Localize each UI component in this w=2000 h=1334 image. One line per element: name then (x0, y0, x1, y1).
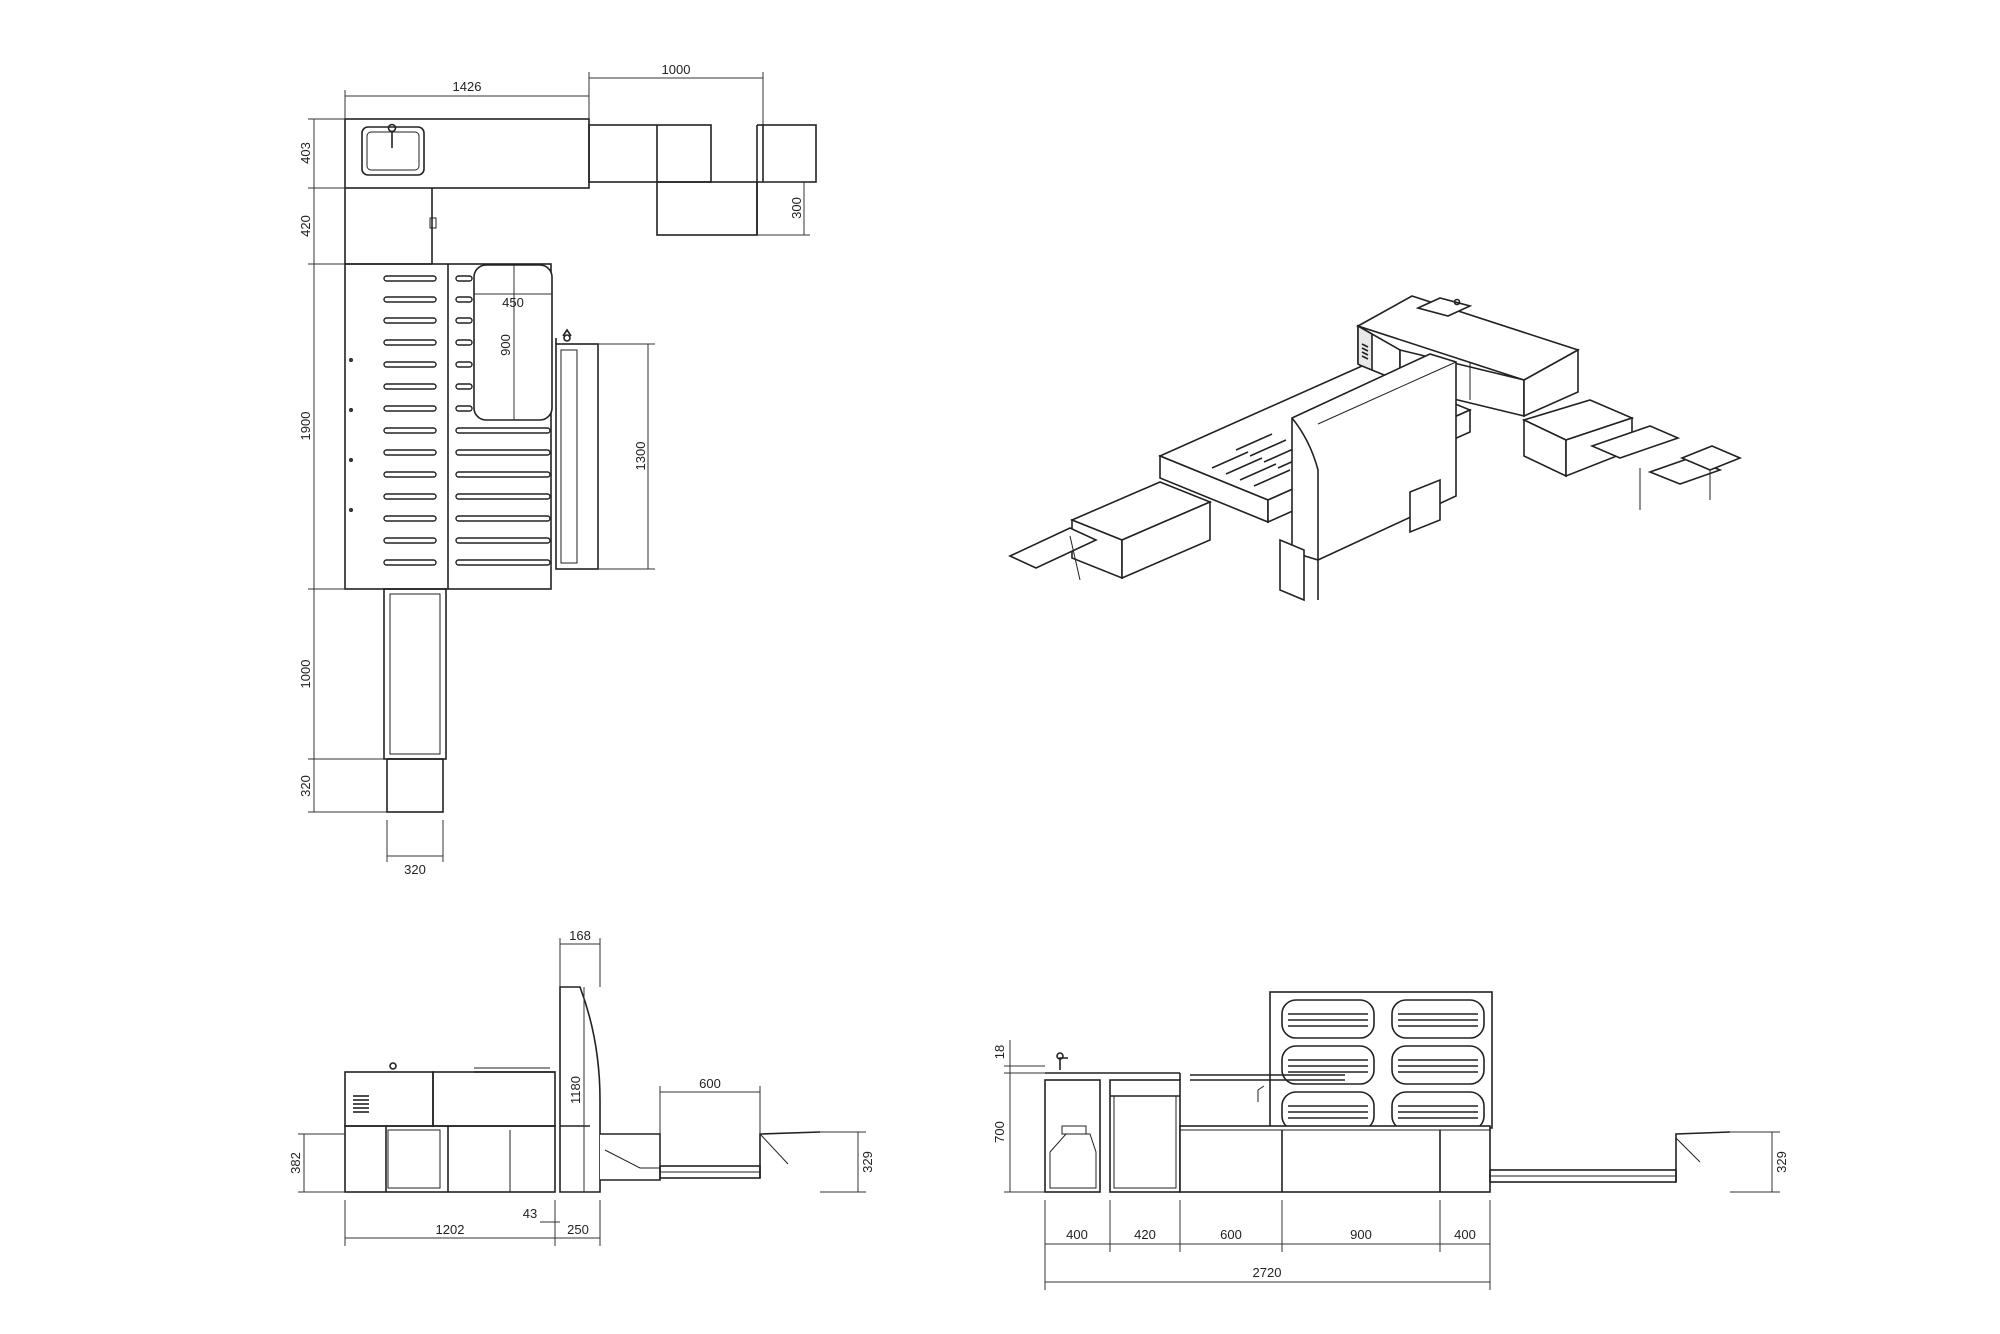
plan-right-flap (762, 124, 817, 183)
dim-2720: 2720 (1253, 1265, 1282, 1280)
plan-view: 1426 1000 403 420 1900 1000 320 320 300 … (298, 62, 817, 877)
dim-1900: 1900 (298, 412, 313, 441)
dim-1202: 1202 (436, 1222, 465, 1237)
front-cabinet-2 (1109, 1079, 1181, 1193)
side-kitchen-upper (344, 1071, 434, 1127)
dim-1180: 1180 (568, 1076, 583, 1104)
iso-left-flap (1008, 527, 1098, 569)
dim-329-side: 329 (860, 1151, 875, 1173)
dim-1000-left: 1000 (298, 660, 313, 689)
dim-400-b: 400 (1454, 1227, 1476, 1242)
iso-right-flap-b (1679, 445, 1743, 471)
dim-900-front: 900 (1350, 1227, 1372, 1242)
plan-faucet-icon (387, 123, 397, 133)
dim-1300: 1300 (633, 442, 648, 471)
side-flap (759, 1131, 821, 1178)
isometric-view (1008, 295, 1743, 602)
plan-sink (361, 126, 425, 176)
dim-600: 600 (699, 1076, 721, 1091)
plan-pullout-flap (386, 758, 444, 813)
front-bed-base (1179, 1125, 1491, 1193)
plan-kitchen-counter (344, 118, 590, 189)
dim-403: 403 (298, 142, 313, 164)
side-backrest (559, 986, 601, 1193)
dim-420: 420 (298, 215, 313, 237)
dim-43: 43 (523, 1206, 537, 1221)
dim-700: 700 (992, 1121, 1007, 1143)
dim-320-bottom: 320 (404, 862, 426, 877)
front-cabinet-1 (1044, 1079, 1101, 1193)
front-headboard-panels (1281, 999, 1485, 1131)
dim-420-front: 420 (1134, 1227, 1156, 1242)
plan-cushion (473, 264, 553, 421)
dim-1426: 1426 (453, 79, 482, 94)
dim-400-a: 400 (1066, 1227, 1088, 1242)
dim-1000-top: 1000 (662, 62, 691, 77)
plan-backrest (555, 343, 599, 570)
side-dimensions (298, 938, 866, 1246)
front-dimensions (1004, 1040, 1780, 1290)
side-elevation: 168 1180 600 382 329 43 1202 250 (288, 928, 875, 1246)
plan-right-module (588, 124, 712, 183)
side-kitchen-lower (344, 1125, 556, 1193)
plan-dimensions (308, 72, 810, 862)
front-gas-bottle-icon (1049, 1133, 1097, 1189)
dim-18: 18 (992, 1045, 1007, 1059)
plan-pullout-drawer (383, 588, 447, 760)
dim-320-left: 320 (298, 775, 313, 797)
plan-bed-slats (383, 275, 551, 566)
dim-250: 250 (567, 1222, 589, 1237)
dim-900: 900 (498, 334, 513, 356)
front-elevation: 18 700 329 400 420 600 900 400 2720 (992, 991, 1789, 1290)
iso-backrest (1291, 353, 1457, 561)
dim-168: 168 (569, 928, 591, 943)
dim-329-front: 329 (1774, 1151, 1789, 1173)
dim-600-front: 600 (1220, 1227, 1242, 1242)
dim-450: 450 (502, 295, 524, 310)
side-vent-icon (353, 1095, 369, 1113)
iso-sink (1415, 297, 1473, 317)
front-flap (1675, 1131, 1731, 1182)
dim-382: 382 (288, 1152, 303, 1174)
dim-300: 300 (789, 197, 804, 219)
